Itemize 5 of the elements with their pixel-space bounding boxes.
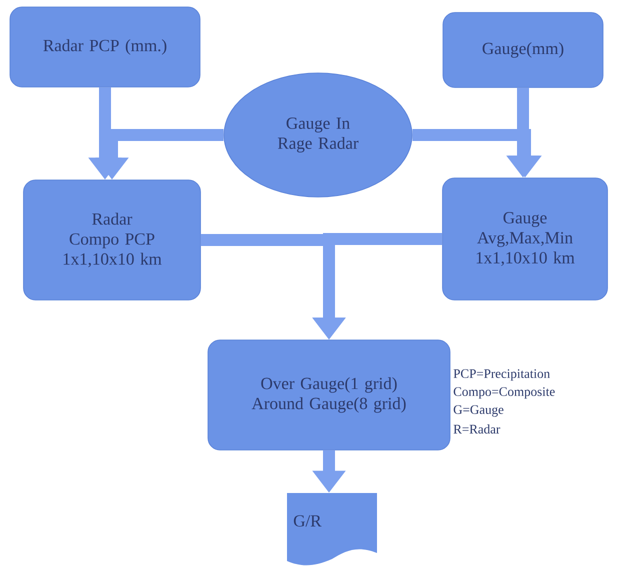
process-box: Gauge Avg,Max,Min 1x1,10x10 km — [442, 178, 608, 300]
process-box: Gauge(mm) — [442, 12, 604, 88]
process-box: Over Gauge(1 grid) Around Gauge(8 grid) — [208, 340, 450, 450]
process-box: Radar Compo PCP 1x1,10x10 km — [23, 180, 201, 300]
process-box: Radar PCP (mm.) — [10, 6, 200, 88]
